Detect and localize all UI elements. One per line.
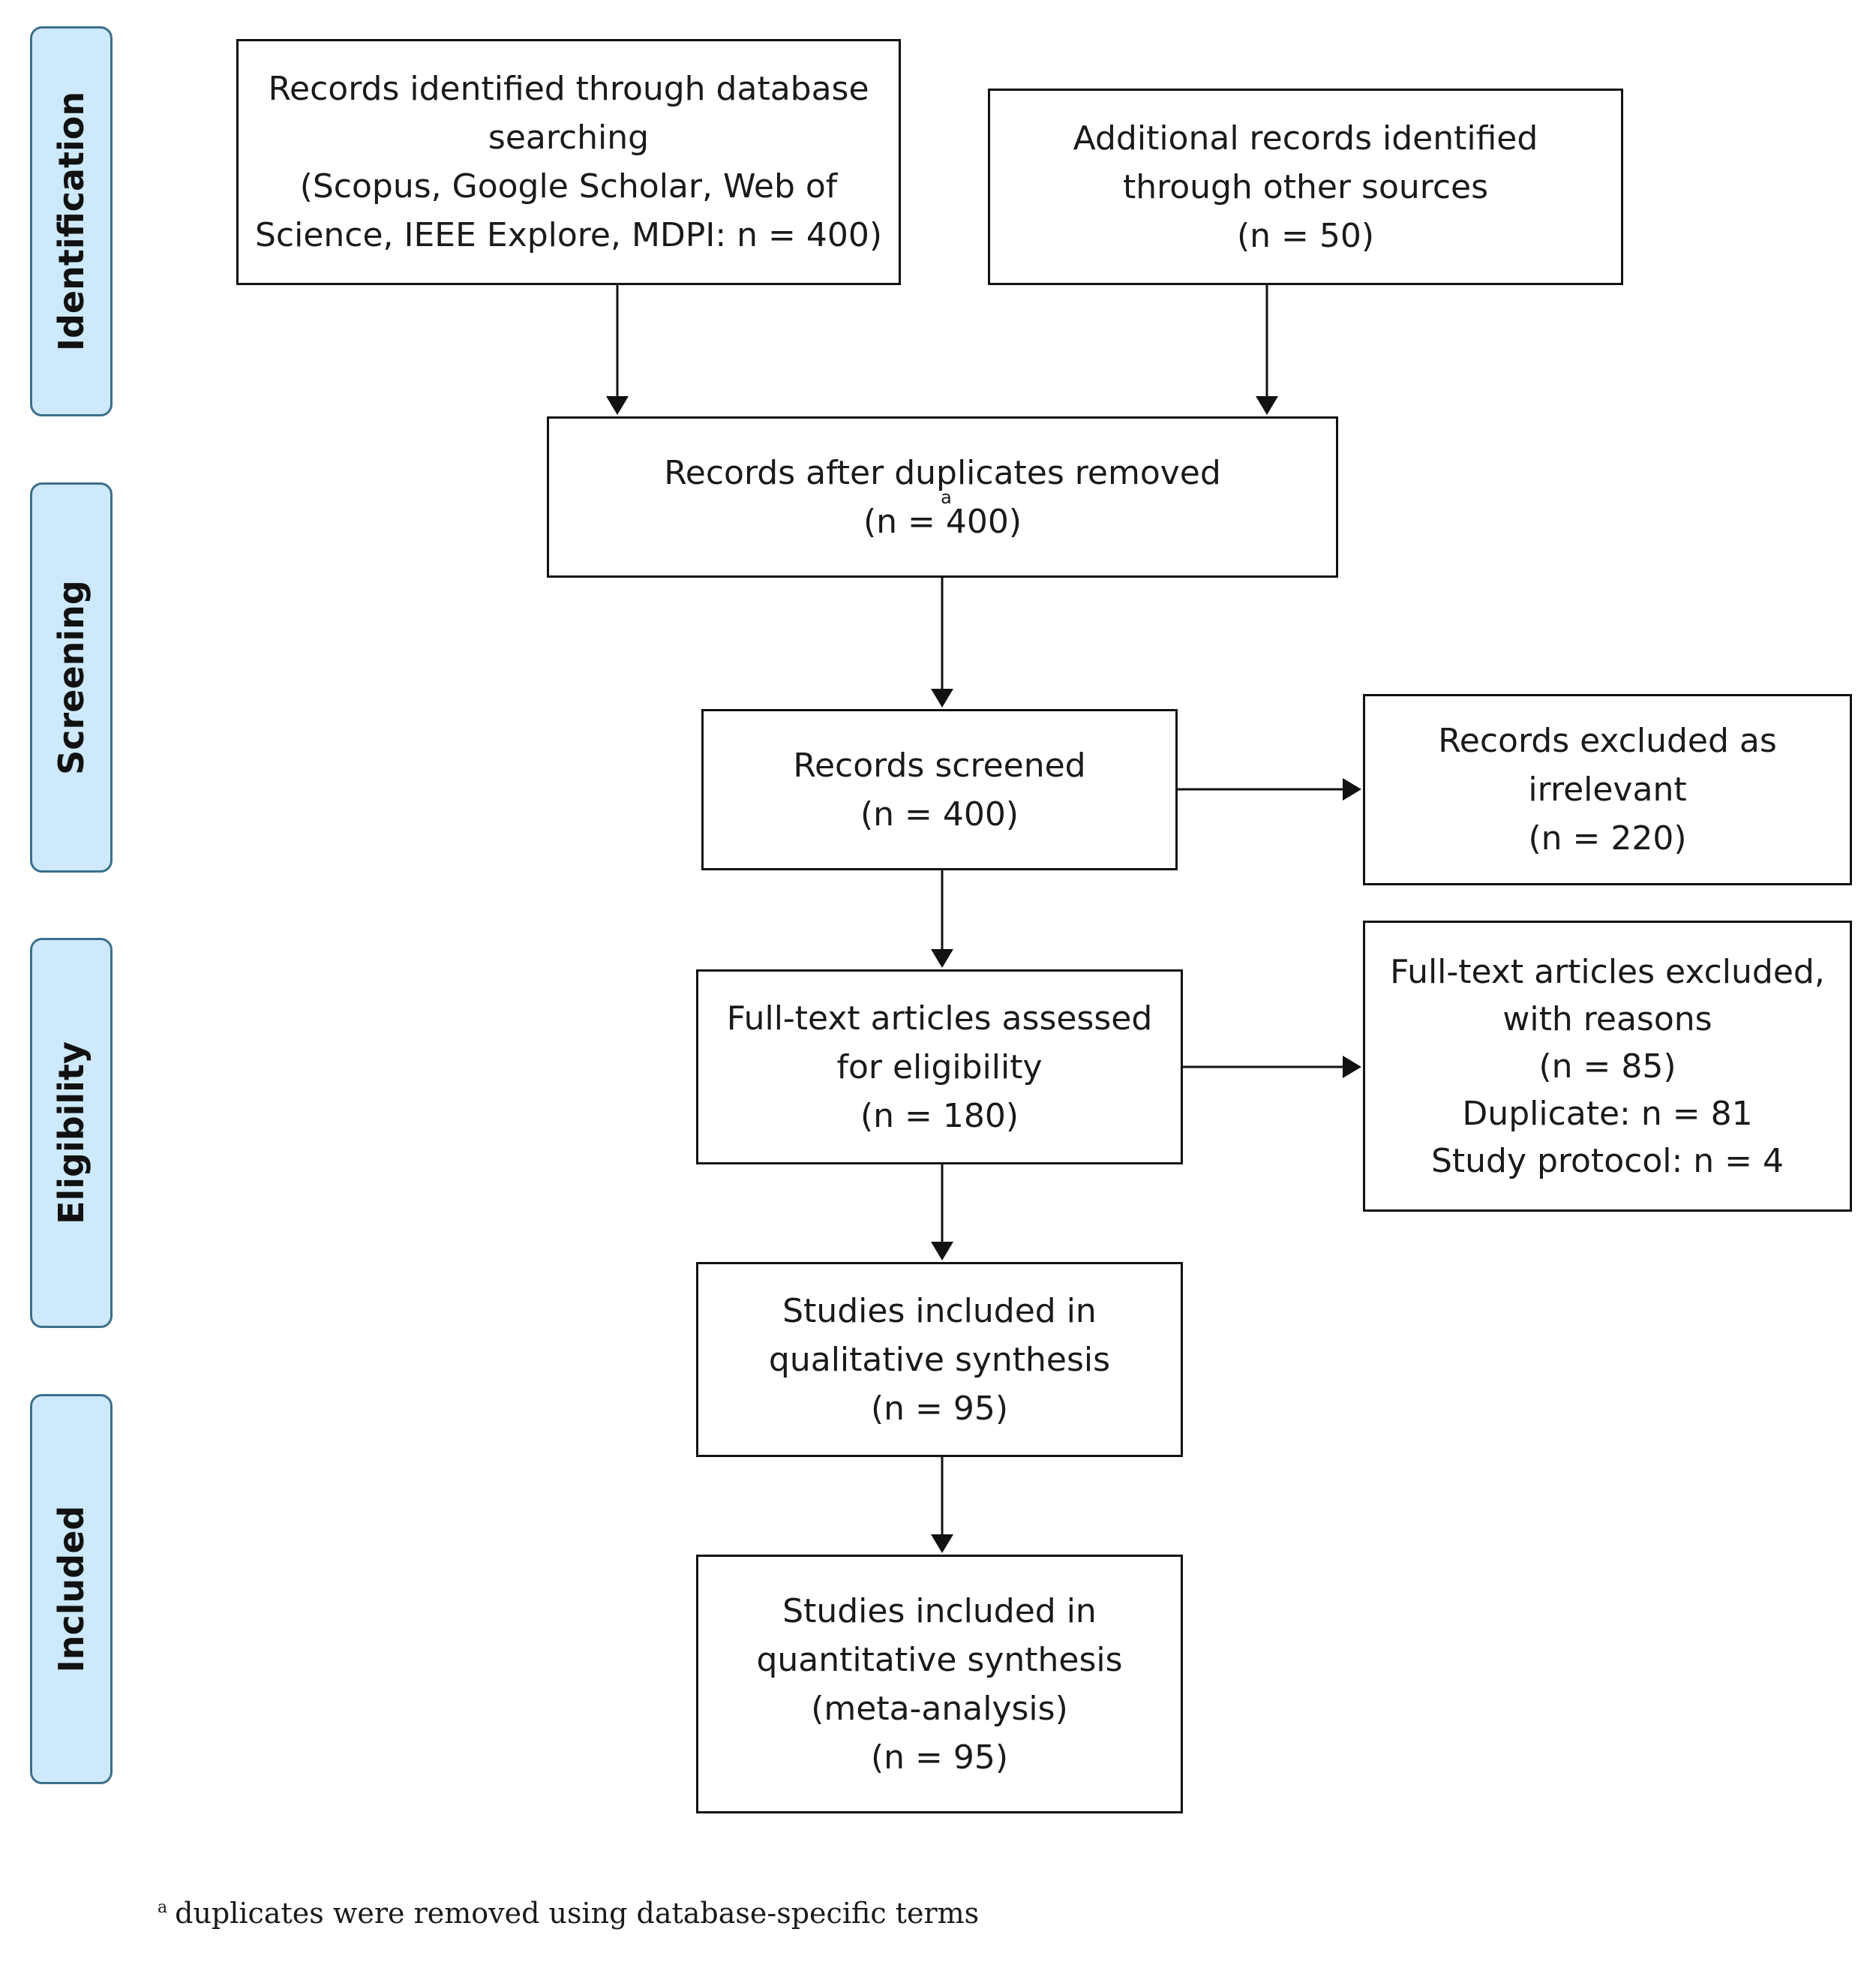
box-line: with reasons — [1502, 999, 1712, 1038]
box-line: qualitative synthesis — [768, 1340, 1111, 1379]
box-fulltext-assessed: Full-text articles assessed for eligibil… — [696, 969, 1183, 1164]
footnote: a duplicates were removed using database-… — [158, 1897, 979, 1930]
footnote-text: duplicates were removed using database-s… — [175, 1897, 980, 1930]
arrowhead — [931, 1534, 953, 1553]
box-line: for eligibility — [836, 1047, 1043, 1086]
box-line: Records identified through database — [268, 70, 869, 108]
box-excluded-irrelevant: Records excluded as irrelevant (n = 220) — [1363, 694, 1852, 885]
box-qualitative-synthesis: Studies included in qualitative synthesi… — [696, 1262, 1183, 1457]
box-line: through other sources — [1122, 167, 1489, 206]
box-line: Science, IEEE Explore, MDPI: n = 400) — [254, 216, 883, 254]
footnote-mark: a — [158, 1898, 168, 1918]
box-line: (Scopus, Google Scholar, Web of — [299, 167, 838, 206]
box-screened: Records screened (n = 400) — [701, 709, 1178, 870]
box-line: (n = 85) — [1538, 1047, 1676, 1086]
phase-identification: Identification — [30, 26, 113, 416]
box-line: searching — [488, 119, 650, 157]
box-quantitative-synthesis: Studies included in quantitative synthes… — [696, 1555, 1183, 1813]
arrowhead — [606, 396, 629, 415]
box-line-text: Records after duplicates removed — [664, 453, 1221, 492]
phase-screening: Screening — [30, 482, 113, 873]
arrowhead — [931, 689, 953, 708]
box-line: Study protocol: n = 4 — [1430, 1141, 1784, 1180]
box-line: quantitative synthesis — [756, 1640, 1123, 1679]
box-line: (n = 400) — [863, 502, 1022, 541]
box-line: irrelevant — [1528, 771, 1687, 809]
box-line: Additional records identified — [1073, 119, 1538, 158]
box-line: Studies included in — [782, 1291, 1097, 1330]
box-line: Records screened — [793, 746, 1086, 785]
box-fulltext-excluded: Full-text articles excluded, with reason… — [1363, 921, 1852, 1212]
box-line: (n = 180) — [860, 1096, 1019, 1135]
box-line: (n = 50) — [1236, 216, 1375, 255]
arrowhead — [931, 1242, 953, 1260]
box-line: (n = 95) — [870, 1738, 1009, 1777]
phase-eligibility: Eligibility — [30, 938, 113, 1328]
box-other-sources: Additional records identified through ot… — [988, 89, 1623, 285]
box-line: (n = 400) — [860, 795, 1019, 834]
phase-included: Included — [30, 1394, 113, 1784]
box-line: Duplicate: n = 81 — [1462, 1094, 1753, 1133]
box-line: (meta-analysis) — [811, 1689, 1068, 1728]
box-line: Studies included in — [782, 1591, 1097, 1630]
box-line: (n = 95) — [870, 1389, 1009, 1428]
box-line: Full-text articles excluded, — [1390, 952, 1825, 991]
box-line: Full-text articles assessed — [726, 999, 1153, 1038]
box-line: Records excluded as — [1438, 722, 1777, 760]
box-line: (n = 220) — [1528, 819, 1687, 858]
arrowhead — [1256, 396, 1278, 415]
box-database-search: Records identified through database sear… — [236, 39, 901, 285]
arrowhead — [931, 949, 953, 968]
arrowhead — [1343, 778, 1361, 801]
arrowhead — [1343, 1056, 1361, 1078]
